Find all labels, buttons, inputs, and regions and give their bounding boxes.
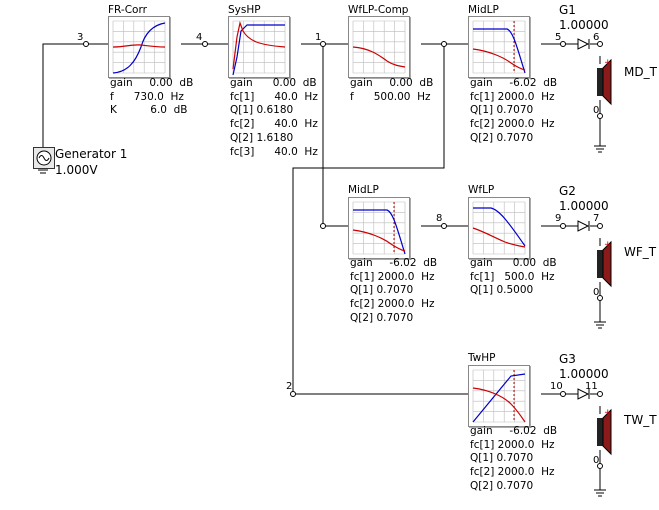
gain-name: G3 bbox=[559, 352, 576, 366]
twhp-params: gain -6.02 dB fc[1] 2000.0 Hz Q[1] 0.707… bbox=[470, 425, 558, 492]
wflp-params: gain 0.00 dB fc[1] 500.0 Hz Q[1] 0.5000 bbox=[470, 257, 557, 297]
svg-text:+: + bbox=[604, 408, 612, 418]
block-title: SysHP bbox=[228, 4, 261, 16]
syshp-params: gain 0.00 dB fc[1] 40.0 Hz Q[1] 0.6180 f… bbox=[230, 77, 318, 158]
node-label: 0 bbox=[593, 105, 600, 116]
wire-node-twhp bbox=[292, 44, 468, 395]
gain-value: 1.00000 bbox=[559, 199, 609, 213]
wflpcomp-params: gain 0.00 dB f 500.00 Hz bbox=[350, 77, 434, 103]
block-title: MidLP bbox=[348, 184, 379, 196]
node-label: 6 bbox=[593, 32, 600, 43]
midlp2-block[interactable] bbox=[348, 197, 410, 259]
block-title: WfLP-Comp bbox=[348, 4, 409, 16]
generator-icon[interactable] bbox=[33, 147, 55, 169]
syshp-response-plot bbox=[232, 20, 286, 76]
midlp1-block[interactable] bbox=[468, 16, 530, 78]
node-label: 4 bbox=[196, 32, 203, 43]
speaker-md-label: MD_T bbox=[624, 65, 657, 79]
node-label: 2 bbox=[286, 381, 293, 392]
gain-name: G2 bbox=[559, 184, 576, 198]
gain-triangle-g2 bbox=[577, 220, 590, 232]
gain-triangle-g1 bbox=[577, 38, 590, 50]
generator-title: Generator 1 bbox=[55, 147, 128, 161]
node-label: 8 bbox=[436, 213, 443, 224]
speaker-wf-label: WF_T bbox=[624, 245, 657, 259]
node-label: 0 bbox=[593, 287, 600, 298]
midlp1-response-plot bbox=[472, 20, 526, 74]
wflpcomp-block[interactable] bbox=[348, 16, 410, 78]
frcorr-params: gain 0.00 dB f 730.0 Hz K 6.0 dB bbox=[110, 77, 194, 117]
frcorr-block[interactable] bbox=[108, 16, 170, 78]
wflp-response-plot bbox=[472, 201, 526, 255]
speaker-md-icon[interactable]: + bbox=[590, 56, 612, 108]
midlp2-params: gain -6.02 dB fc[1] 2000.0 Hz Q[1] 0.707… bbox=[350, 257, 438, 324]
gain-value: 1.00000 bbox=[559, 367, 609, 381]
node-label: 3 bbox=[77, 32, 84, 43]
svg-text:+: + bbox=[604, 58, 612, 68]
node-label: 5 bbox=[555, 32, 562, 43]
svg-text:+: + bbox=[604, 240, 612, 250]
twhp-response-plot bbox=[472, 369, 526, 423]
midlp1-params: gain -6.02 dB fc[1] 2000.0 Hz Q[1] 0.707… bbox=[470, 77, 558, 144]
block-title: TwHP bbox=[468, 352, 496, 364]
speaker-tw-icon[interactable]: + bbox=[590, 406, 612, 458]
wflpcomp-response-plot bbox=[352, 20, 406, 74]
syshp-block[interactable] bbox=[228, 16, 290, 78]
wire-gen-frcorr bbox=[42, 43, 108, 158]
gain-name: G1 bbox=[559, 3, 576, 17]
wire-node1-midlp2 bbox=[322, 44, 348, 227]
node-label: 11 bbox=[585, 381, 598, 392]
generator-value: 1.000V bbox=[55, 163, 98, 177]
node-label: 1 bbox=[315, 32, 322, 43]
node-label: 10 bbox=[550, 381, 563, 392]
twhp-block[interactable] bbox=[468, 365, 530, 427]
gain-value: 1.00000 bbox=[559, 18, 609, 32]
speaker-tw-label: TW_T bbox=[624, 413, 657, 427]
wflp-block[interactable] bbox=[468, 197, 530, 259]
midlp2-response-plot bbox=[352, 201, 406, 255]
speaker-wf-icon[interactable]: + bbox=[590, 238, 612, 290]
block-title: WfLP bbox=[468, 184, 495, 196]
gain-triangle-g3 bbox=[577, 388, 590, 400]
block-title: FR-Corr bbox=[108, 4, 147, 16]
frcorr-response-plot bbox=[112, 20, 166, 74]
block-title: MidLP bbox=[468, 4, 499, 16]
node-label: 9 bbox=[555, 213, 562, 224]
node-label: 0 bbox=[593, 455, 600, 466]
node-label: 7 bbox=[593, 213, 600, 224]
